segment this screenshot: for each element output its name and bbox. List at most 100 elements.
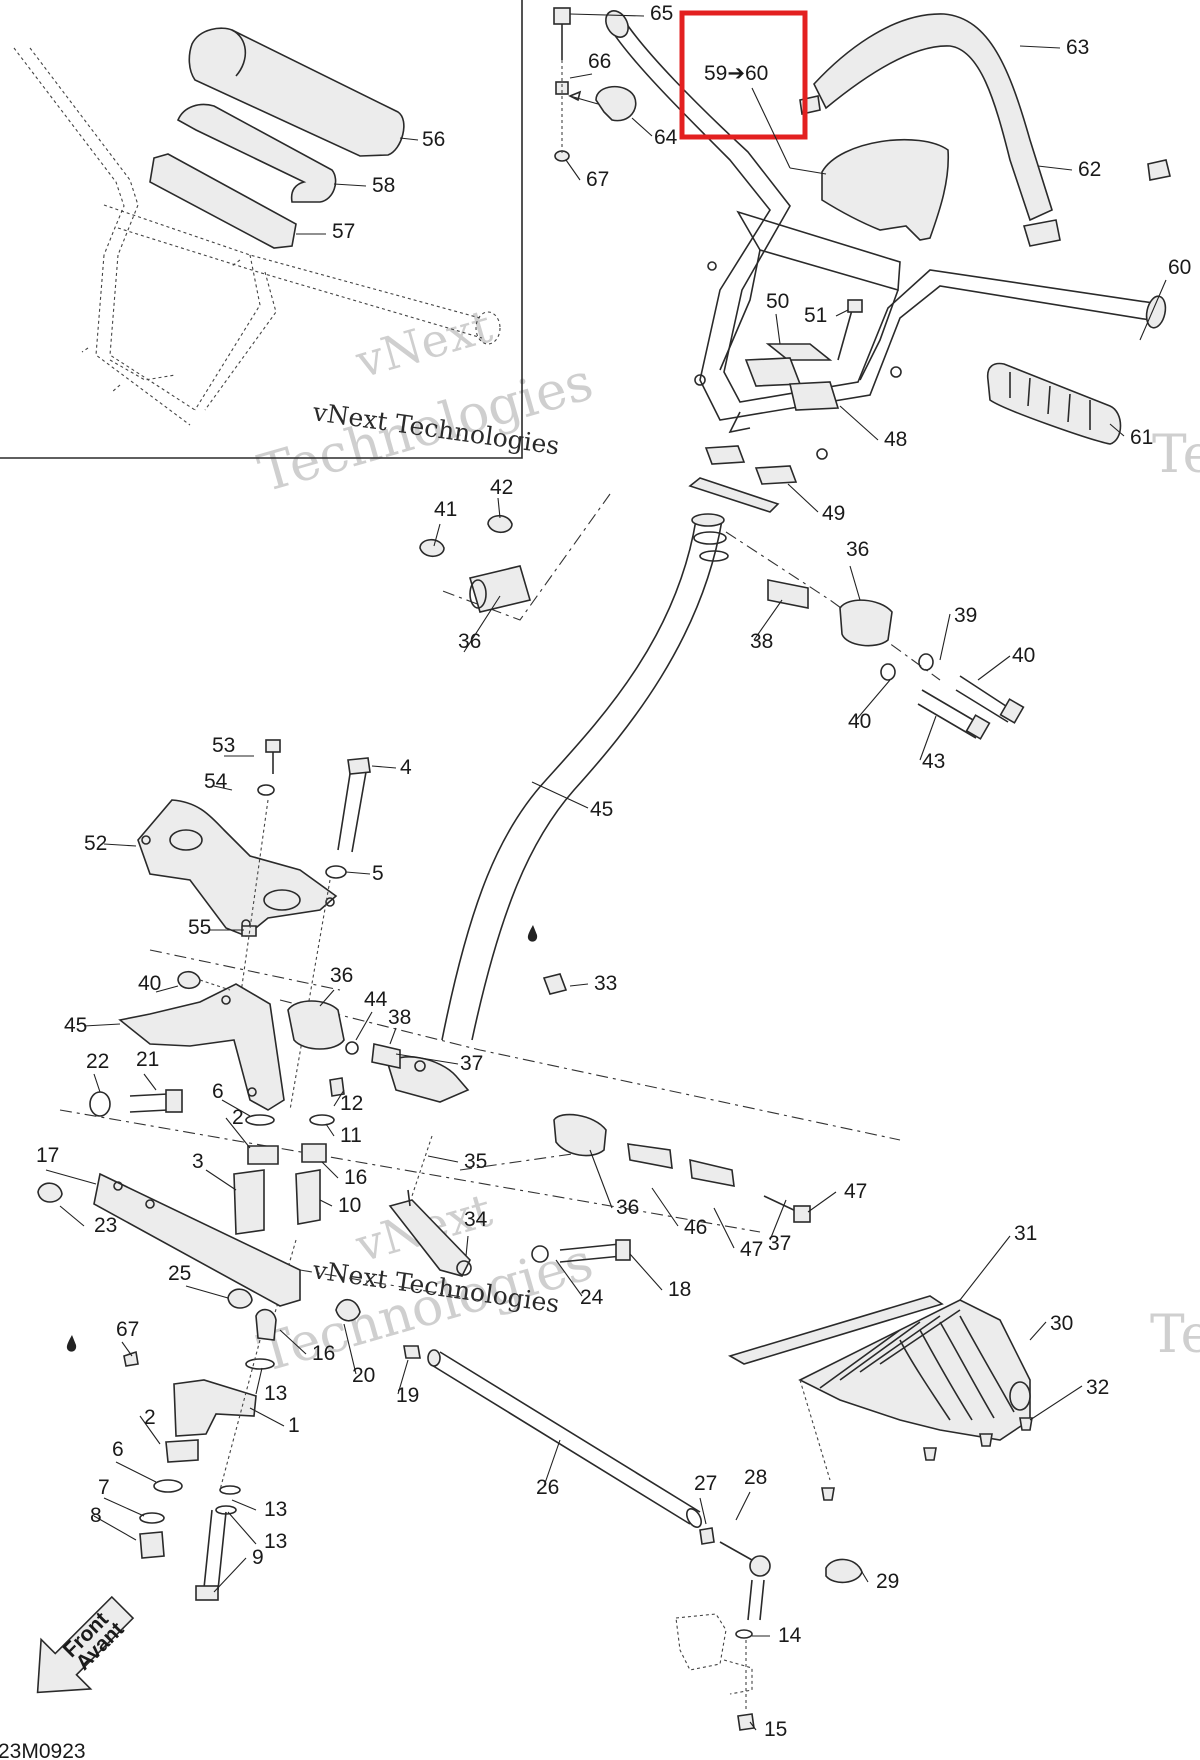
callout-leader: [839, 405, 879, 441]
callout-label-6: 6: [212, 1080, 224, 1103]
inset-handlebar-outline: [13, 47, 501, 426]
handlebar-foam-56: [176, 103, 337, 203]
callout-leader: [333, 1089, 345, 1107]
callout-leader: [1029, 1385, 1083, 1421]
callout-label-2: 2: [232, 1106, 244, 1129]
callout-label-21: 21: [136, 1048, 159, 1071]
callout-label-58: 58: [372, 174, 395, 197]
callout-leader: [465, 1235, 469, 1257]
crossbar-pad-55: [149, 153, 297, 249]
callout-leader: [371, 765, 397, 769]
callout-leader: [103, 843, 137, 847]
callout-label-40: 40: [848, 710, 871, 733]
bushing-group-middle: [287, 1000, 401, 1069]
callout-label-25: 25: [168, 1262, 191, 1285]
callout-label-46: 46: [684, 1216, 707, 1239]
callout-leader: [213, 1557, 247, 1593]
callout-leader: [139, 1415, 161, 1445]
callout-leader: [787, 483, 819, 513]
callout-label-13: 13: [264, 1498, 287, 1521]
callout-leader: [279, 1329, 307, 1355]
callout-leader: [855, 679, 891, 721]
figure-code: 23M0923: [0, 1740, 86, 1760]
callout-leader: [565, 159, 581, 181]
callout-leader: [531, 781, 589, 809]
callout-label-40: 40: [1012, 644, 1035, 667]
callout-label-54: 54: [204, 770, 228, 793]
callout-labels: 1223456678910111213131314151616171819202…: [36, 2, 1191, 1741]
drop-icon: [527, 925, 538, 942]
grip-58: [986, 362, 1122, 445]
callout-leader: [325, 1123, 335, 1137]
callout-label-9: 9: [252, 1546, 264, 1569]
callout-leader: [1019, 45, 1061, 49]
callout-label-51: 51: [804, 304, 827, 327]
callout-leader: [749, 1721, 757, 1731]
callout-leader: [155, 985, 179, 993]
tie-rod-26: [335, 1298, 863, 1731]
callout-leader: [1139, 279, 1167, 341]
callout-label-12: 12: [340, 1092, 363, 1115]
callout-label-27: 27: [694, 1472, 717, 1495]
callout-label-31: 31: [1014, 1222, 1037, 1245]
handlebar-cover: [821, 138, 950, 241]
svg-text:Te: Te: [1150, 1305, 1200, 1365]
callout-leader: [569, 73, 593, 79]
callout-leader: [807, 1191, 837, 1213]
callout-label-2: 2: [144, 1406, 156, 1429]
callout-leader: [345, 871, 371, 875]
callout-leader: [849, 565, 861, 601]
callout-leader: [115, 1461, 157, 1483]
callout-leader: [569, 983, 589, 987]
callout-label-23: 23: [94, 1214, 117, 1237]
callout-label-16: 16: [344, 1166, 367, 1189]
callout-label-47: 47: [740, 1238, 763, 1261]
callout-leader: [227, 1511, 257, 1545]
callout-label-14: 14: [778, 1624, 802, 1647]
callout-label-57: 57: [332, 220, 355, 243]
callout-leader: [249, 1407, 285, 1427]
svg-text:Te: Te: [1152, 425, 1200, 485]
callout-leader: [59, 1205, 85, 1227]
callout-leader: [555, 1259, 583, 1297]
callout-leader: [395, 1053, 459, 1065]
callout-label-50: 50: [766, 290, 789, 313]
callout-leader: [333, 183, 367, 187]
callout-leader: [321, 1161, 339, 1179]
callout-leader: [355, 1011, 373, 1041]
bolt-21: [89, 1089, 183, 1117]
callout-label-37: 37: [460, 1052, 483, 1075]
callout-leader: [861, 1571, 869, 1583]
clamp-62: [568, 85, 637, 122]
callout-label-13: 13: [264, 1530, 287, 1553]
callout-leader: [397, 1359, 409, 1395]
callout-label-22: 22: [86, 1050, 109, 1073]
callout-leader: [319, 989, 335, 1007]
callout-leader: [231, 1499, 257, 1511]
callout-leader: [433, 523, 441, 547]
bolt-63: [553, 7, 571, 162]
front-direction-arrow: Front Avant: [36, 1595, 135, 1694]
svg-text:59➔60: 59➔60: [704, 62, 768, 85]
bushing-group-left: [419, 514, 532, 613]
callout-leader: [977, 655, 1011, 681]
callout-leader: [543, 1439, 561, 1487]
callout-label-64: 64: [654, 126, 678, 149]
callout-label-18: 18: [668, 1278, 691, 1301]
callout-label-16: 16: [312, 1342, 335, 1365]
inset-frame: [0, 0, 523, 459]
callout-label-5: 5: [372, 862, 384, 885]
callout-leader: [83, 1023, 121, 1027]
callout-leader: [753, 599, 783, 641]
callout-label-41: 41: [434, 498, 457, 521]
callout-label-49: 49: [822, 502, 845, 525]
callout-label-24: 24: [580, 1286, 604, 1309]
callout-label-36: 36: [846, 538, 869, 561]
callout-label-45: 45: [64, 1014, 87, 1037]
callout-leader: [143, 1073, 157, 1091]
callout-label-17: 17: [36, 1144, 59, 1167]
callout-leader: [569, 13, 645, 17]
callout-label-4: 4: [400, 756, 412, 779]
callout-label-19: 19: [396, 1384, 419, 1407]
bushing-group-right: [767, 579, 1025, 740]
